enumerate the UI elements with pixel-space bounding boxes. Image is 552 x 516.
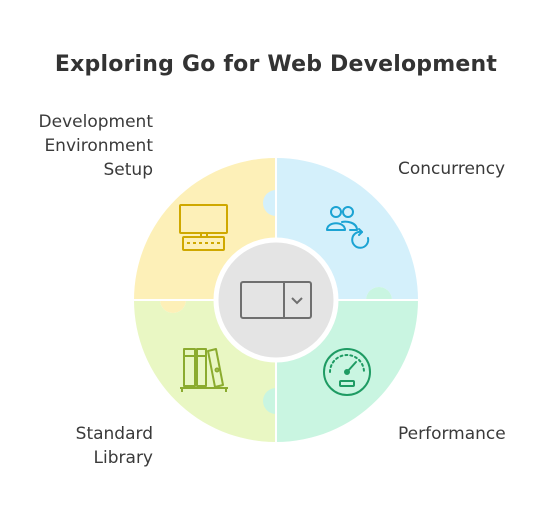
label-line: Standard — [75, 424, 153, 444]
label-development-environment-setup: Development Environment Setup — [0, 110, 153, 182]
label-performance: Performance — [398, 422, 506, 446]
label-concurrency: Concurrency — [398, 157, 505, 181]
label-line: Concurrency — [398, 159, 506, 179]
label-standard-library: Standard Library — [0, 422, 153, 470]
diagram-title: Exploring Go for Web Development — [54, 52, 498, 77]
label-line: Setup — [103, 160, 153, 180]
gauge-icon — [323, 348, 371, 396]
dropdown-select-icon — [240, 281, 312, 319]
label-line: Environment — [44, 136, 153, 156]
computer-icon — [179, 204, 228, 251]
label-line: Development — [38, 112, 153, 132]
users-refresh-icon — [326, 206, 370, 249]
label-line: Performance — [398, 424, 506, 444]
label-line: Library — [93, 448, 153, 468]
books-icon — [180, 348, 228, 392]
center-hub — [213, 237, 339, 363]
